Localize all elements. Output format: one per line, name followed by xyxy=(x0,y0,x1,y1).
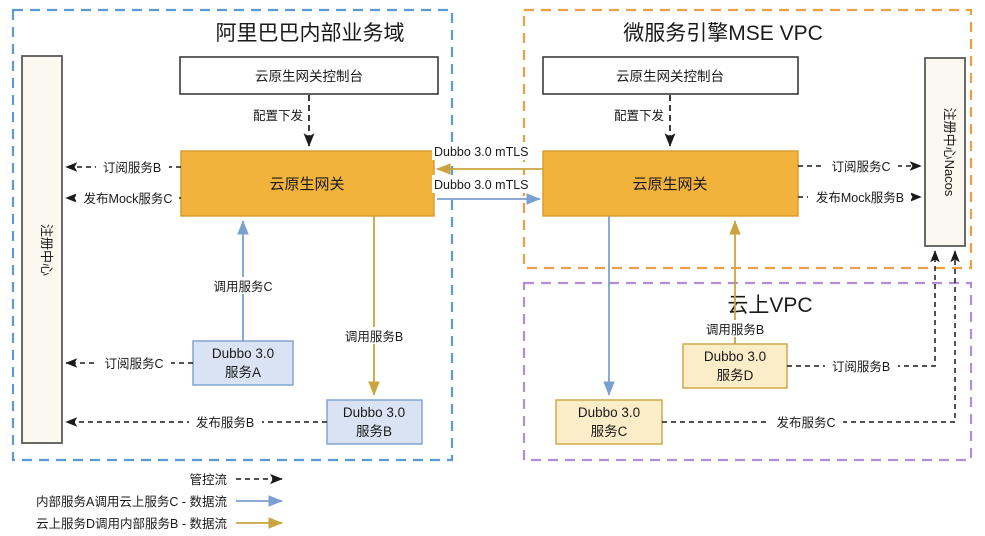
service-c-box[interactable] xyxy=(555,399,663,445)
edge-subscribe-c-right-label: 订阅服务C xyxy=(831,159,890,174)
console-left-label: 云原生网关控制台 xyxy=(255,69,363,84)
service-a-line1: Dubbo 3.0 xyxy=(212,346,274,361)
console-right-label: 云原生网关控制台 xyxy=(616,69,724,84)
label-bg-call-service-c xyxy=(203,277,283,294)
legend-item-1-label: 内部服务A调用云上服务C - 数据流 xyxy=(36,494,227,509)
edge-mtls-bottom-label: Dubbo 3.0 mTLS xyxy=(434,178,529,192)
edge-publish-mock-c-left-label: 发布Mock服务C xyxy=(84,191,173,206)
label-bg-call-service-b-right xyxy=(695,320,775,337)
edge-call-service-b-left-label: 调用服务B xyxy=(345,329,403,344)
edge-config-push-left-label: 配置下发 xyxy=(253,108,304,123)
edge-mtls-top-label: Dubbo 3.0 mTLS xyxy=(434,145,529,159)
gateway-right[interactable] xyxy=(542,150,799,217)
service-a-line2: 服务A xyxy=(225,365,261,380)
edge-publish-c-right xyxy=(662,250,960,423)
service-b-line1: Dubbo 3.0 xyxy=(343,405,405,420)
label-bg-publish-c-right xyxy=(770,413,843,430)
edge-config-push-right-label: 配置下发 xyxy=(614,108,665,123)
label-bg-subscribe-c-right xyxy=(825,157,898,174)
zone-left-title: 阿里巴巴内部业务域 xyxy=(216,22,405,45)
registry-right xyxy=(924,57,966,247)
console-right[interactable] xyxy=(542,56,799,95)
legend-item-2-label: 云上服务D调用内部服务B - 数据流 xyxy=(36,516,227,531)
label-bg-mtls-top xyxy=(432,142,540,160)
service-a-box[interactable] xyxy=(192,340,294,386)
gateway-right-label: 云原生网关 xyxy=(632,176,707,193)
edge-call-service-c-label: 调用服务C xyxy=(213,279,272,294)
edge-publish-b-left-label: 发布服务B xyxy=(196,415,254,430)
service-c-line2: 服务C xyxy=(591,424,628,439)
edge-call-service-b-right-label: 调用服务B xyxy=(706,322,764,337)
label-bg-publish-b-left xyxy=(189,413,262,430)
label-bg-subscribe-c-left xyxy=(98,354,171,371)
registry-left xyxy=(21,55,63,444)
service-c-line1: Dubbo 3.0 xyxy=(578,405,640,420)
label-bg-mtls-bottom xyxy=(432,175,540,193)
edge-subscribe-b-right-label: 订阅服务B xyxy=(832,359,890,374)
service-d-line2: 服务D xyxy=(717,368,754,383)
zone-cloud-title: 云上VPC xyxy=(727,294,812,317)
registry-left-label: 注册中心 xyxy=(39,224,54,276)
service-b-box[interactable] xyxy=(326,399,423,445)
label-bg-subscribe-b-left xyxy=(96,158,169,175)
zone-mse-title: 微服务引擎MSE VPC xyxy=(623,22,823,45)
legend-item-0-label: 管控流 xyxy=(189,472,227,487)
registry-right-label: 注册中心Nacos xyxy=(942,108,957,197)
label-bg-subscribe-b-right xyxy=(825,357,898,374)
label-bg-publish-mock-c-left xyxy=(76,189,179,206)
console-left[interactable] xyxy=(179,56,439,95)
edge-publish-mock-b-right-label: 发布Mock服务B xyxy=(816,190,904,205)
gateway-left-label: 云原生网关 xyxy=(269,176,344,193)
service-d-line1: Dubbo 3.0 xyxy=(704,349,766,364)
label-bg-call-service-b-left xyxy=(334,327,414,344)
edge-subscribe-b-left-label: 订阅服务B xyxy=(103,160,161,175)
edge-publish-c-right-label: 发布服务C xyxy=(776,415,835,430)
zone-left-internal xyxy=(11,8,454,462)
zone-mse-vpc xyxy=(522,8,973,270)
service-b-line2: 服务B xyxy=(356,424,392,439)
edge-subscribe-c-left-label: 订阅服务C xyxy=(104,356,163,371)
zone-cloud-vpc xyxy=(522,281,973,462)
label-bg-publish-mock-b-right xyxy=(808,188,911,205)
